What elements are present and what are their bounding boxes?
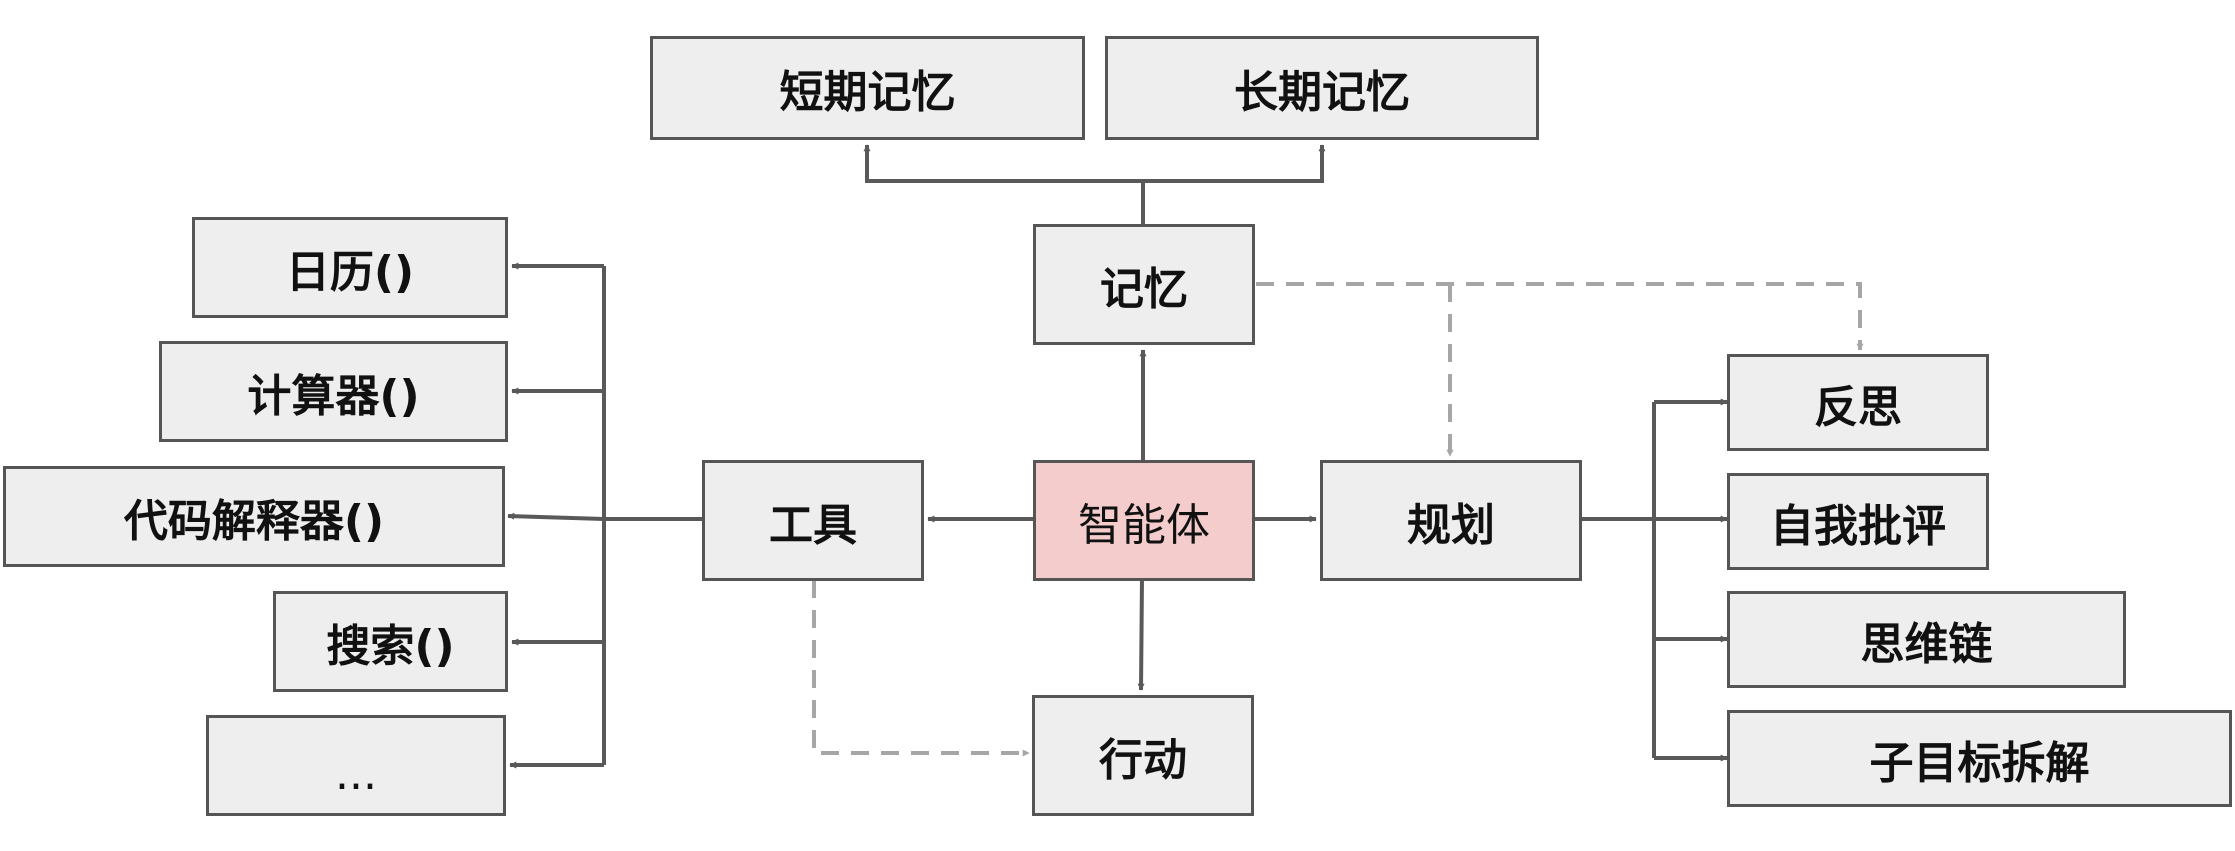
arrow-to-code-interpreter [507, 512, 605, 521]
tool-item-search: 搜索() [273, 591, 508, 692]
agent-node: 智能体 [1033, 460, 1255, 581]
long-term-memory-node: 长期记忆 [1105, 36, 1539, 140]
planning-item-self-critique: 自我批评 [1727, 473, 1989, 570]
connector-memory-split [863, 144, 1145, 224]
tool-item-code-interpreter: 代码解释器() [3, 466, 505, 567]
tools-node: 工具 [702, 460, 924, 581]
planning-item-chain-of-thought: 思维链 [1727, 591, 2126, 688]
dashed-memory-to-reflection [1256, 282, 1864, 351]
short-term-memory-node: 短期记忆 [650, 36, 1085, 140]
action-node: 行动 [1032, 695, 1254, 816]
planning-item-reflection: 反思 [1727, 354, 1989, 451]
tool-item-calculator: 计算器() [159, 341, 508, 442]
memory-node: 记忆 [1033, 224, 1255, 345]
tool-item-ellipsis: ... [206, 715, 506, 816]
arrow-agent-to-action [1137, 576, 1145, 691]
planning-node: 规划 [1320, 460, 1582, 581]
dashed-tools-to-action [812, 580, 1030, 757]
tool-item-calendar: 日历() [192, 217, 508, 318]
planning-item-subgoal-decomposition: 子目标拆解 [1727, 710, 2232, 807]
connector-memory-to-long-term [1143, 144, 1326, 183]
